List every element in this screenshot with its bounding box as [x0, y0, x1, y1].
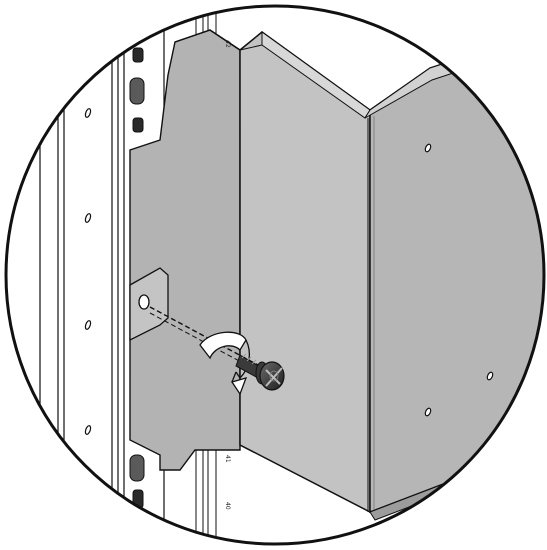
cage-nut-slot — [129, 454, 145, 482]
panel-holes — [424, 143, 494, 417]
screw-icon — [235, 353, 285, 391]
panel-hole — [424, 143, 432, 153]
bracket-screw-hole — [138, 294, 150, 310]
cage-nut-slots — [129, 47, 145, 509]
cage-nut-slot — [132, 47, 144, 63]
rail-hole — [84, 425, 92, 435]
rail-hole — [84, 213, 92, 223]
panel-hole — [424, 407, 432, 417]
rail-markings: 42 41 40 — [224, 40, 231, 510]
magnifier-circle — [4, 4, 546, 546]
rail-holes — [84, 108, 92, 435]
cage-nut-slot — [132, 117, 144, 133]
cage-nut-slot — [129, 77, 145, 105]
rail-marking-top: 42 — [224, 40, 231, 48]
rail-marking-middle: 41 — [224, 455, 231, 463]
rail-hole — [84, 108, 92, 118]
rail-marking-bottom: 40 — [224, 502, 231, 510]
panel-hole — [486, 371, 494, 381]
rail-hole — [84, 320, 92, 330]
